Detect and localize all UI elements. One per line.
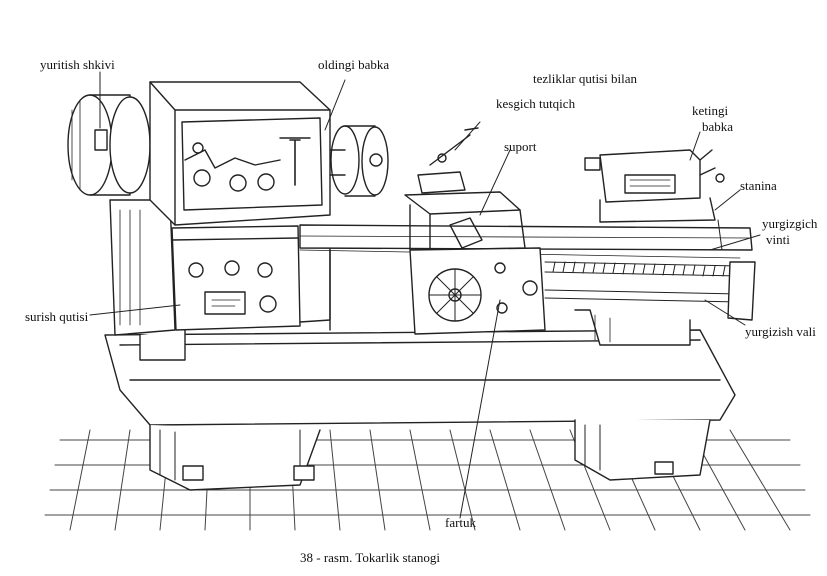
tailstock bbox=[584, 149, 725, 251]
label-suport: suport bbox=[504, 139, 537, 154]
bed-base bbox=[104, 329, 736, 491]
leader-lines bbox=[89, 71, 761, 519]
label-ketingi: ketingi bbox=[692, 103, 729, 118]
label-tezliklar-qutisi-bilan: tezliklar qutisi bilan bbox=[533, 71, 637, 86]
label-vinti: vinti bbox=[766, 232, 790, 247]
drive-pulley bbox=[67, 94, 151, 196]
label-yurgizish-vali: yurgizish vali bbox=[745, 324, 816, 339]
left-pedestal bbox=[109, 199, 186, 361]
lead-screw bbox=[544, 261, 741, 303]
end-bracket bbox=[574, 261, 756, 346]
feed-box bbox=[171, 225, 331, 331]
label-yuritish-shkivi: yuritish shkivi bbox=[40, 57, 115, 72]
label-yurgizgich: yurgizgich bbox=[762, 216, 818, 231]
carriage bbox=[404, 127, 526, 251]
label-surish-qutisi: surish qutisi bbox=[25, 309, 89, 324]
chuck bbox=[329, 125, 389, 197]
label-stanina: stanina bbox=[740, 178, 777, 193]
figure-caption: 38 - rasm. Tokarlik stanogi bbox=[300, 550, 441, 565]
headstock bbox=[149, 81, 331, 226]
label-oldingi-babka: oldingi babka bbox=[318, 57, 390, 72]
label-kesgich-tutqich: kesgich tutqich bbox=[496, 96, 576, 111]
label-fartuk: fartuk bbox=[445, 515, 477, 530]
apron bbox=[409, 247, 546, 335]
label-babka: babka bbox=[702, 119, 734, 134]
